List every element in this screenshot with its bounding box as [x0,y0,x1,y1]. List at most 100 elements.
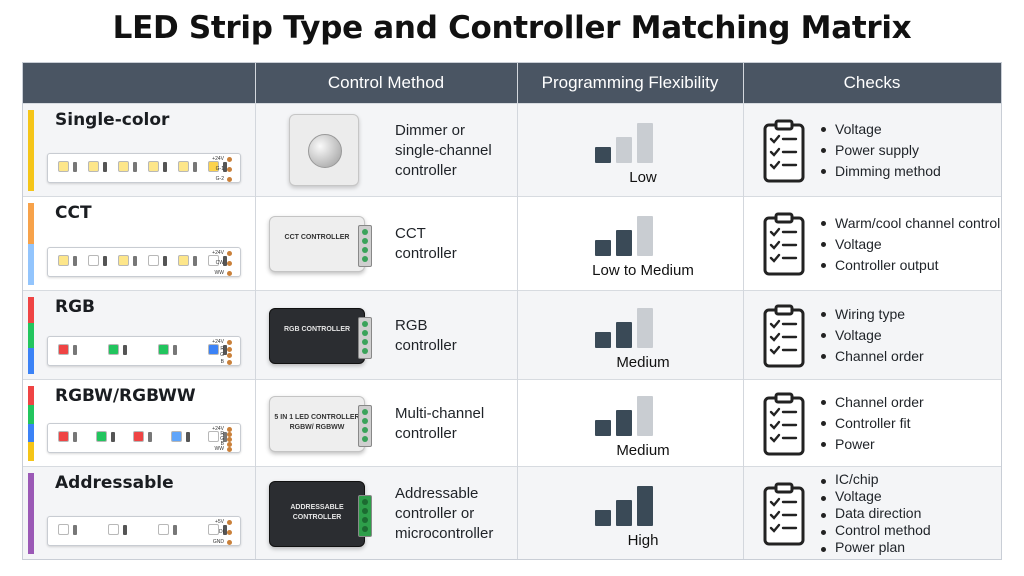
resistor [73,162,77,172]
pad-label: G [220,436,224,442]
led-chip [88,161,99,172]
check-item: Dimming method [819,161,941,182]
led-chip [208,344,219,355]
flexibility-level-icon [595,485,657,526]
checklist-clipboard-icon [763,392,805,455]
resistor [173,345,177,355]
checklist-clipboard-icon [763,212,805,276]
dimmer-switch-icon [289,114,359,186]
check-item: Controller output [819,255,1000,276]
led-chip [148,255,159,266]
flexibility-level-icon [595,122,657,163]
level-bar [595,419,611,436]
check-item: Voltage [819,234,1000,255]
control-method-line: controller [395,424,457,442]
resistor [148,432,152,442]
pad-label: CW [215,260,224,266]
terminal-screw [362,329,368,336]
resistor [185,432,190,442]
terminal-screw [362,426,368,433]
pad-label: G-1 [215,166,224,172]
resistor [73,345,77,355]
control-method-text: RGB controller [395,316,457,356]
control-method-line: controller or [395,504,475,522]
resistor [110,432,115,442]
level-bar [637,307,653,348]
column-divider [743,63,744,559]
level-bar [595,146,611,163]
controller-label: CCT CONTROLLER [284,234,350,241]
column-divider [255,63,256,559]
terminal-block [358,225,372,267]
control-method-line: controller [395,245,457,262]
pad-label: G-2 [215,176,224,182]
check-item: Channel order [819,346,924,367]
color-bar-segment [28,244,34,285]
check-item: Wiring type [819,304,924,325]
led-chip [208,161,219,172]
check-item: Voltage [819,488,931,505]
pad-label: DI [219,529,224,535]
checklist-clipboard-icon [763,119,805,182]
solder-pad [227,442,232,447]
controller-label: RGB CONTROLLER [283,325,351,333]
level-bar [595,509,611,526]
check-item: Power plan [819,539,931,556]
led-chip [58,255,69,266]
check-item: Controller fit [819,413,924,434]
type-color-bar [28,297,34,374]
solder-pad [227,157,232,162]
level-bar [616,136,632,163]
terminal-block [358,494,372,537]
resistor [193,162,197,172]
controller-label: ADDRESSABLE CONTROLLER [290,503,344,521]
control-method-line: Addressable [395,484,479,502]
resistor [223,256,227,266]
resistor [103,256,107,266]
led-chip [158,524,169,535]
led-chip [95,431,107,442]
terminal-screw [362,338,368,345]
led-chip [178,161,189,172]
flexibility-label: High [627,531,659,549]
matching-matrix: Control Method Programming Flexibility C… [22,62,1002,560]
resistor [103,162,107,172]
color-bar-segment [28,322,34,349]
flexibility-label: Low to Medium [592,262,694,279]
column-divider [517,63,518,559]
resistor [73,432,77,442]
level-bar [595,331,611,348]
resistor [173,525,177,535]
solder-pad [227,540,232,545]
color-bar-segment [28,423,34,443]
terminal-screw [362,435,368,442]
strip-type-name: CCT [55,203,92,223]
led-chip [108,524,119,535]
pad-label: +24V [212,250,224,256]
led-chip [58,161,69,172]
control-method-line: RGB [395,316,428,334]
page-title: LED Strip Type and Controller Matching M… [112,10,912,46]
solder-pad [227,432,232,437]
flexibility-label: Medium [616,441,670,459]
pad-label: +24V [212,426,224,432]
control-method-line: controller [395,336,457,354]
terminal-screw [362,408,368,415]
led-chip [108,344,119,355]
terminal-block [358,316,372,359]
header-control-method: Control Method [327,73,445,92]
check-item: Voltage [819,119,941,140]
control-method-line: Dimmer or [395,121,465,139]
color-bar-segment [28,442,34,461]
pad-label: R [220,345,224,352]
